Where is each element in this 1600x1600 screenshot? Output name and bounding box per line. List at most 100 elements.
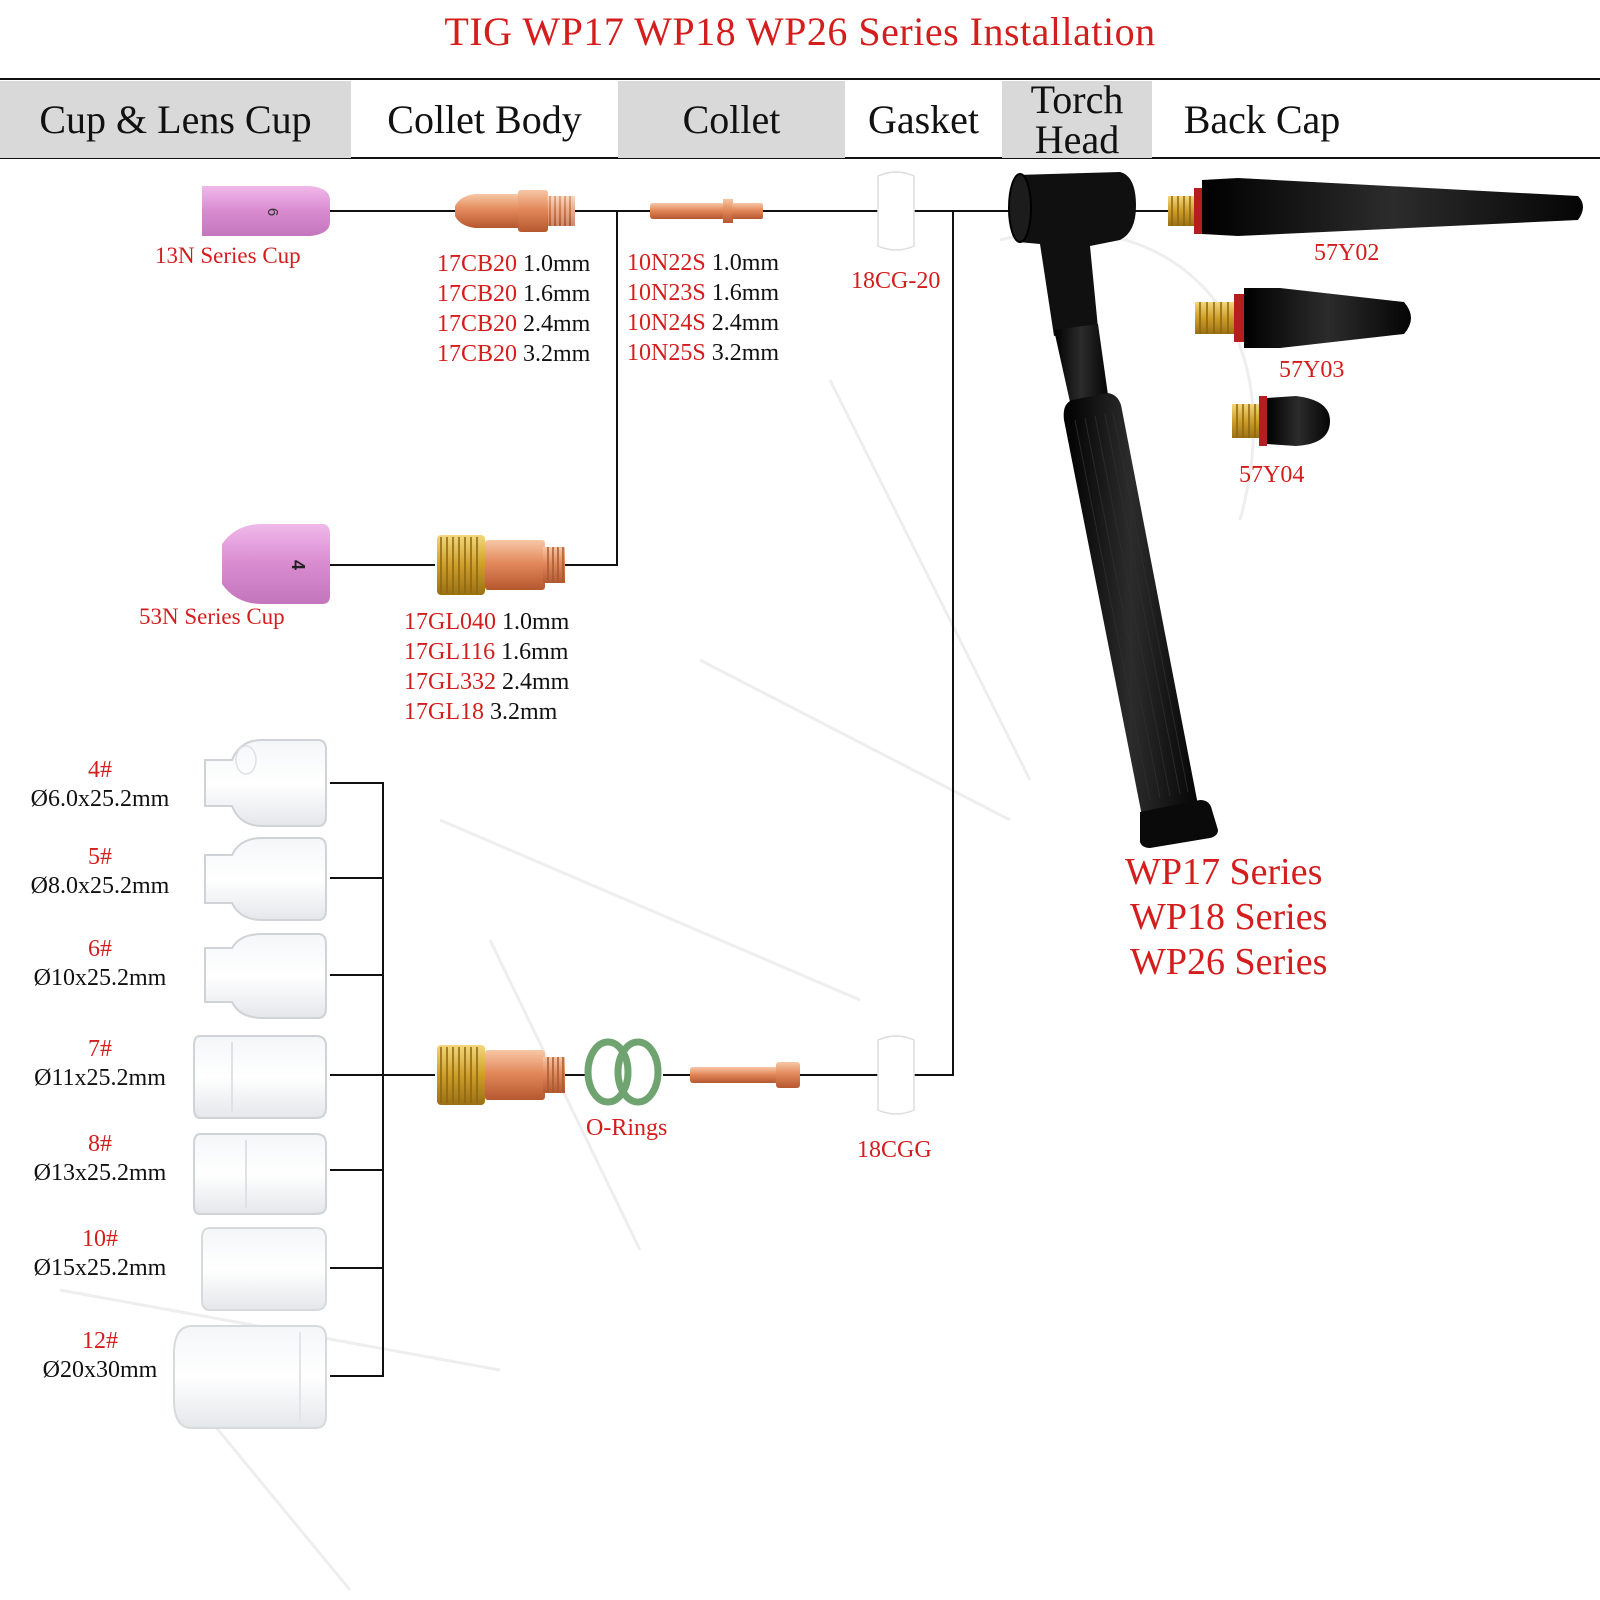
back-cap-57y02-image — [1168, 178, 1583, 236]
collet-item: 10N22S 1.0mm — [627, 248, 779, 278]
diagram-title: TIG WP17 WP18 WP26 Series Installation — [444, 9, 1156, 54]
header-gasket: Gasket — [867, 96, 980, 142]
header-collet: Collet — [618, 81, 845, 158]
collet-body-size: 3.2mm — [523, 341, 591, 367]
collet-body-item: 17CB20 1.6mm — [437, 279, 590, 309]
gas-lens-body-item: 17GL332 2.4mm — [404, 667, 569, 697]
collet-code: 10N23S — [627, 280, 706, 306]
gasket-bottom-label: 18CGG — [857, 1137, 932, 1163]
gas-lens-body-size: 1.6mm — [501, 639, 569, 665]
collet-size: 3.2mm — [711, 340, 780, 366]
lens-cup-number: 6# — [88, 936, 112, 962]
series-wp18: WP18 Series — [1130, 896, 1328, 938]
gas-lens-body-top-image — [437, 535, 565, 595]
lens-cup-dimension: Ø20x30mm — [42, 1357, 158, 1383]
gas-lens-body-item: 17GL040 1.0mm — [404, 607, 569, 637]
lens-cup-label: 4# Ø6.0x25.2mm — [0, 756, 200, 814]
header-back-cap: Back Cap — [1183, 96, 1341, 142]
lens-cup-label: 8# Ø13x25.2mm — [0, 1130, 200, 1188]
lens-cup-dimension: Ø11x25.2mm — [34, 1065, 166, 1091]
back-cap-57y04-label: 57Y04 — [1239, 462, 1305, 488]
lens-cup-label: 7# Ø11x25.2mm — [0, 1035, 200, 1093]
gas-lens-body-item: 17GL18 3.2mm — [404, 697, 557, 727]
lens-cup-dimension: Ø13x25.2mm — [33, 1160, 167, 1186]
lens-cup-label: 10# Ø15x25.2mm — [0, 1225, 200, 1283]
lens-cup-7-image — [193, 1035, 327, 1119]
cup-13n-marking: 6 — [264, 208, 281, 216]
collet-size: 1.0mm — [711, 250, 780, 276]
collet-item: 10N24S 2.4mm — [627, 308, 779, 338]
lens-cup-label: 6# Ø10x25.2mm — [0, 935, 200, 993]
lens-cup-number: 5# — [88, 844, 112, 870]
back-cap-57y03-image — [1195, 288, 1411, 348]
lens-cup-dimension: Ø10x25.2mm — [33, 965, 167, 991]
header-torch-head: Torch Head — [1002, 76, 1152, 162]
lens-cup-number: 7# — [88, 1036, 112, 1062]
gas-lens-body-code: 17GL116 — [404, 639, 496, 665]
lens-cup-6-image — [204, 933, 327, 1019]
lens-cup-number: 10# — [82, 1226, 118, 1252]
gas-lens-body-item: 17GL116 1.6mm — [404, 637, 568, 667]
collet-body-size: 1.6mm — [523, 281, 591, 307]
header-torch-line1: Torch — [1030, 76, 1124, 122]
cup-53n-image: 4 — [222, 524, 330, 604]
collet-body-code: 17CB20 — [437, 251, 518, 277]
collet-body-image — [455, 190, 575, 232]
header-cup-lens-cup: Cup & Lens Cup — [0, 81, 351, 158]
connector-lines — [330, 210, 1168, 1377]
collet-code: 10N25S — [627, 340, 706, 366]
series-wp26: WP26 Series — [1130, 941, 1328, 983]
header-bottom-rule — [0, 157, 1600, 159]
lens-cup-label: 12# Ø20x30mm — [0, 1327, 200, 1385]
gas-lens-body-size: 3.2mm — [490, 699, 558, 725]
torch-image — [1008, 172, 1218, 848]
lens-cup-dimension: Ø15x25.2mm — [33, 1255, 167, 1281]
lens-cup-number: 12# — [82, 1328, 118, 1354]
lens-cup-images — [173, 739, 327, 1429]
collet-body-code: 17CB20 — [437, 281, 518, 307]
collet-bottom-image — [690, 1062, 800, 1088]
gas-lens-body-size: 2.4mm — [502, 669, 570, 695]
collet-body-code: 17CB20 — [437, 341, 518, 367]
lens-cup-10-image — [201, 1227, 327, 1311]
lens-cup-5-image — [204, 837, 327, 921]
lens-cup-12-image — [173, 1325, 327, 1429]
back-cap-57y04-image — [1232, 396, 1330, 446]
collet-body-item: 17CB20 1.0mm — [437, 249, 590, 279]
collet-code: 10N22S — [627, 250, 706, 276]
lens-cup-4-image — [204, 739, 327, 827]
gas-lens-body-size: 1.0mm — [502, 609, 570, 635]
gas-lens-body-code: 17GL040 — [404, 609, 496, 635]
header-collet-body: Collet Body — [387, 96, 582, 142]
lens-cup-number: 4# — [88, 757, 112, 783]
collet-code: 10N24S — [627, 310, 706, 336]
gasket-top-label: 18CG-20 — [851, 268, 941, 294]
lens-cup-number: 8# — [88, 1131, 112, 1157]
lens-cup-8-image — [193, 1133, 327, 1215]
collet-body-size: 1.0mm — [523, 251, 591, 277]
gas-lens-body-bottom-image — [437, 1045, 565, 1105]
series-wp17: WP17 Series — [1125, 851, 1323, 893]
collet-item: 10N25S 3.2mm — [627, 338, 779, 368]
o-rings-image — [584, 1038, 662, 1106]
header-torch-line2: Head — [1034, 116, 1120, 162]
header-top-rule — [0, 78, 1600, 80]
lens-cup-dimension: Ø6.0x25.2mm — [30, 786, 170, 812]
back-cap-57y03-label: 57Y03 — [1279, 357, 1345, 383]
cup-13n-label: 13N Series Cup — [155, 243, 301, 268]
collet-body-item: 17CB20 3.2mm — [437, 339, 590, 369]
lens-cup-label: 5#Ø8.0x25.2mm — [0, 843, 200, 901]
gasket-bottom-image — [877, 1035, 915, 1115]
collet-size: 1.6mm — [711, 280, 780, 306]
gasket-top-image — [877, 171, 915, 251]
collet-body-item: 17CB20 2.4mm — [437, 309, 590, 339]
collet-body-size: 2.4mm — [523, 311, 591, 337]
cup-53n-marking: 4 — [288, 560, 308, 570]
gas-lens-body-code: 17GL332 — [404, 669, 496, 695]
gas-lens-body-code: 17GL18 — [404, 699, 484, 725]
o-rings-label: O-Rings — [586, 1115, 668, 1141]
cup-13n-image: 6 — [202, 186, 330, 236]
back-cap-57y02-label: 57Y02 — [1314, 240, 1380, 266]
collet-body-code: 17CB20 — [437, 311, 518, 337]
